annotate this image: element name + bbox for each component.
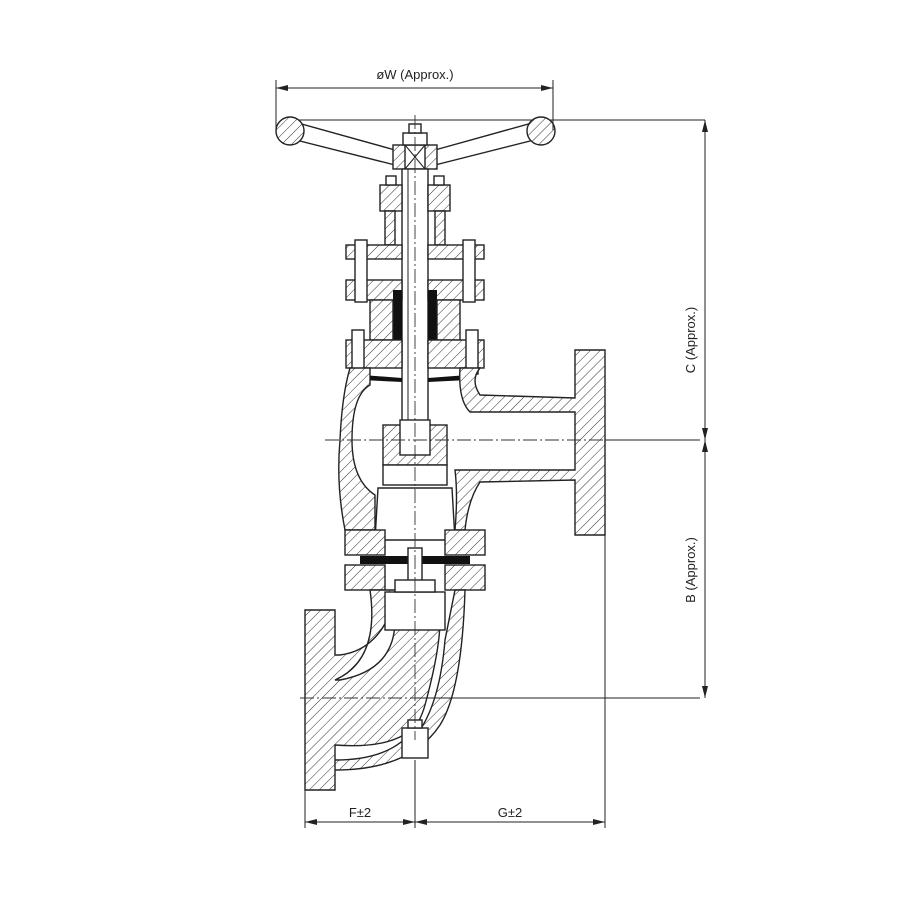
handwheel [275,116,705,170]
dim-handwheel-diameter: øW (Approx.) [376,67,453,82]
dim-offset-g: G±2 [498,805,522,820]
dim-height-c: C (Approx.) [683,307,698,373]
center-lines [300,115,700,740]
valve-body [338,349,606,591]
inlet-elbow [304,579,466,791]
dim-offset-f: F±2 [349,805,371,820]
dimensions: øW (Approx.) C (Approx.) B (Approx.) F±2… [275,67,708,828]
bonnet [345,329,485,382]
dim-height-b: B (Approx.) [683,537,698,603]
